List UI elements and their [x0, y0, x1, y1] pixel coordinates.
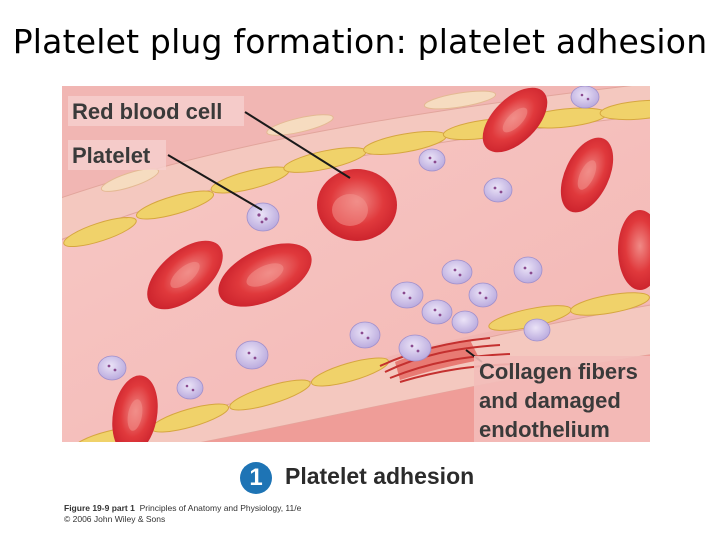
label-collagen-line-1: Collagen fibers: [479, 359, 638, 384]
label-red-blood-cell: Red blood cell: [72, 99, 222, 124]
rbc-centers: [127, 107, 597, 431]
caption-figure-ref: Figure 19-9 part 1: [64, 503, 135, 513]
label-collagen-line-3: endothelium: [479, 417, 610, 442]
step-label: Platelet adhesion: [285, 463, 475, 489]
caption-copyright: © 2006 John Wiley & Sons: [64, 514, 166, 524]
figure-caption: Figure 19-9 part 1 Principles of Anatomy…: [64, 503, 301, 525]
platelet-granules: [107, 93, 590, 392]
caption-book: Principles of Anatomy and Physiology, 11…: [139, 503, 302, 513]
outer-upper-cells: [100, 90, 497, 192]
label-collagen-line-2: and damaged: [479, 388, 621, 413]
label-platelet: Platelet: [72, 143, 151, 168]
step-number-badge: 1: [240, 462, 272, 494]
slide-title: Platelet plug formation: platelet adhesi…: [12, 22, 708, 61]
platelets: [97, 86, 600, 400]
